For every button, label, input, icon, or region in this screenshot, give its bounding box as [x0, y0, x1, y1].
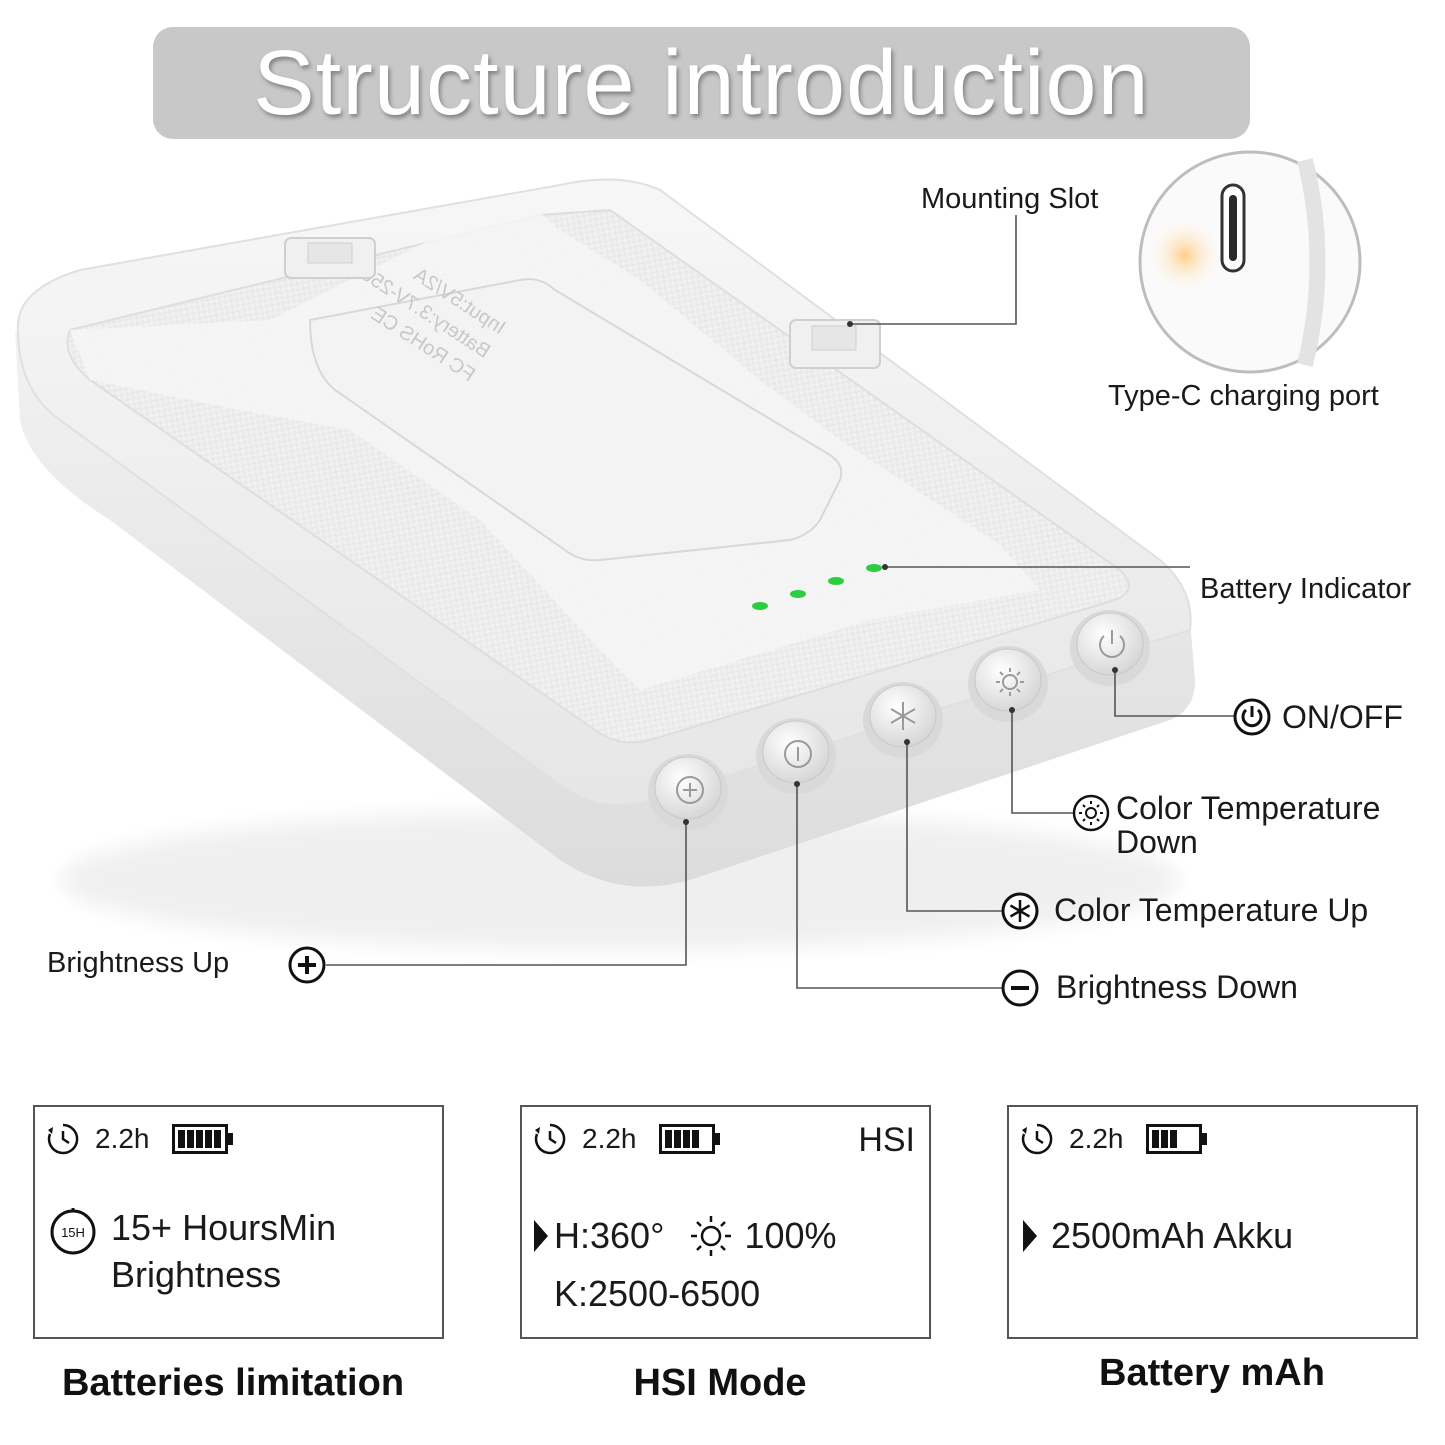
- mode-label: HSI: [858, 1121, 915, 1159]
- on-off-button: [1070, 610, 1150, 686]
- on-off-label: ON/OFF: [1282, 699, 1403, 735]
- type-c-inset: [1138, 150, 1362, 374]
- hours-line-2: Brightness: [111, 1253, 282, 1295]
- hours-line-1: 15+ HoursMin: [111, 1207, 337, 1248]
- device-illustration: Input:5V/2A Battery:3.7V-2500mAh FC RoHS…: [15, 150, 1362, 1007]
- brightness-value: 100%: [744, 1215, 837, 1256]
- sun-icon: [1072, 794, 1110, 832]
- mounting-slot-label: Mounting Slot: [921, 183, 1099, 215]
- brightness-sun-icon: [691, 1216, 732, 1257]
- snowflake-icon: [1001, 892, 1039, 930]
- color-temp-up-button: [863, 682, 943, 758]
- runtime-text: 2.2h: [582, 1123, 637, 1154]
- capacity-value: 2500mAh Akku: [1051, 1215, 1294, 1256]
- brightness-up-label: Brightness Up: [47, 947, 230, 979]
- hours-badge-text: 15H: [61, 1225, 85, 1240]
- device-buttons: [648, 610, 1150, 830]
- selector-arrow-icon: [534, 1220, 548, 1253]
- leader-lines: [326, 215, 1234, 989]
- panel-hsi-mode: 2.2h HSI H:360° 100% K:2500-6500: [520, 1105, 931, 1339]
- color-temp-down-label-1: Color Temperature: [1116, 790, 1381, 826]
- hours-badge-icon: 15H: [50, 1208, 96, 1255]
- hue-value: H:360°: [554, 1215, 665, 1256]
- device-label-plate: [308, 278, 843, 562]
- color-temp-down-button: [968, 646, 1048, 722]
- runtime-text: 2.2h: [95, 1123, 150, 1154]
- caption-battery-mah: Battery mAh: [1099, 1352, 1325, 1394]
- caption-batteries-limitation: Batteries limitation: [61, 1362, 405, 1404]
- timer-icon: [47, 1123, 79, 1155]
- brightness-down-button: [756, 718, 836, 794]
- battery-indicator-label: Battery Indicator: [1200, 573, 1412, 605]
- title-banner: Structure introduction: [153, 27, 1250, 139]
- color-temp-down-label-2: Down: [1116, 824, 1198, 860]
- battery-four-bar-icon: [658, 1124, 720, 1154]
- panel-batteries-limitation: 2.2h 15H 15+ HoursMin Brightness: [33, 1105, 444, 1339]
- selector-arrow-icon: [1023, 1220, 1037, 1253]
- plus-icon: [288, 946, 326, 984]
- color-temp-up-label: Color Temperature Up: [1054, 892, 1369, 928]
- type-c-label: Type-C charging port: [1108, 380, 1379, 412]
- minus-icon: [1001, 969, 1039, 1007]
- caption-hsi-mode: HSI Mode: [633, 1362, 807, 1404]
- battery-indicator-leds: [752, 564, 882, 610]
- panel-battery-mah: 2.2h 2500mAh Akku: [1007, 1105, 1418, 1339]
- brightness-up-button: [648, 754, 728, 830]
- power-icon: [1233, 698, 1271, 736]
- timer-icon: [1021, 1123, 1053, 1155]
- timer-icon: [534, 1123, 566, 1155]
- brightness-down-label: Brightness Down: [1056, 969, 1298, 1005]
- battery-full-icon: [171, 1124, 233, 1154]
- runtime-text: 2.2h: [1069, 1123, 1124, 1154]
- battery-half-icon: [1145, 1124, 1207, 1154]
- kelvin-range: K:2500-6500: [554, 1273, 761, 1314]
- page-title: Structure introduction: [253, 31, 1150, 134]
